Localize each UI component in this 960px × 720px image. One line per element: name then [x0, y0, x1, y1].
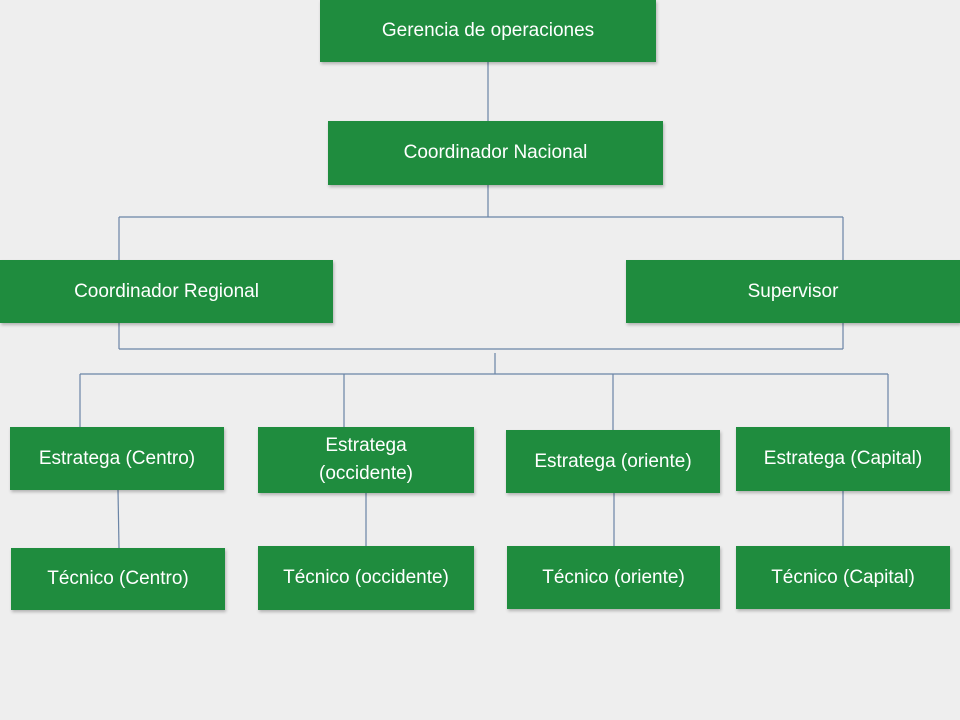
node-label: Coordinador Nacional: [403, 142, 588, 163]
node-label: Gerencia de operaciones: [381, 20, 595, 41]
node-label: Estratega (Capital): [763, 448, 923, 469]
node-tecnico-centro: Técnico (Centro): [11, 548, 225, 610]
node-tecnico-oriente: Técnico (oriente): [507, 546, 720, 609]
node-gerencia-operaciones: Gerencia de operaciones: [320, 0, 656, 62]
node-label: Técnico (occidente): [283, 567, 449, 588]
node-estratega-oriente: Estratega (oriente): [506, 430, 720, 493]
node-label: Estratega (occidente): [319, 435, 413, 484]
node-supervisor: Supervisor: [626, 260, 960, 323]
node-tecnico-occidente: Técnico (occidente): [258, 546, 474, 610]
node-label: Técnico (Centro): [47, 568, 189, 589]
node-estratega-occidente: Estratega (occidente): [258, 427, 474, 493]
node-label: Coordinador Regional: [74, 280, 259, 302]
node-estratega-centro: Estratega (Centro): [10, 427, 224, 490]
node-label: Técnico (Capital): [771, 566, 915, 588]
connector-tecnico-centro: [117, 489, 120, 549]
node-estratega-capital: Estratega (Capital): [736, 427, 950, 491]
node-coordinador-regional: Coordinador Regional: [0, 260, 333, 323]
node-tecnico-capital: Técnico (Capital): [736, 546, 950, 609]
node-coordinador-nacional: Coordinador Nacional: [328, 121, 663, 185]
node-label: Estratega (oriente): [534, 450, 692, 472]
node-label: Supervisor: [747, 280, 839, 302]
node-label: Técnico (oriente): [542, 566, 685, 588]
node-label: Estratega (Centro): [38, 447, 196, 469]
